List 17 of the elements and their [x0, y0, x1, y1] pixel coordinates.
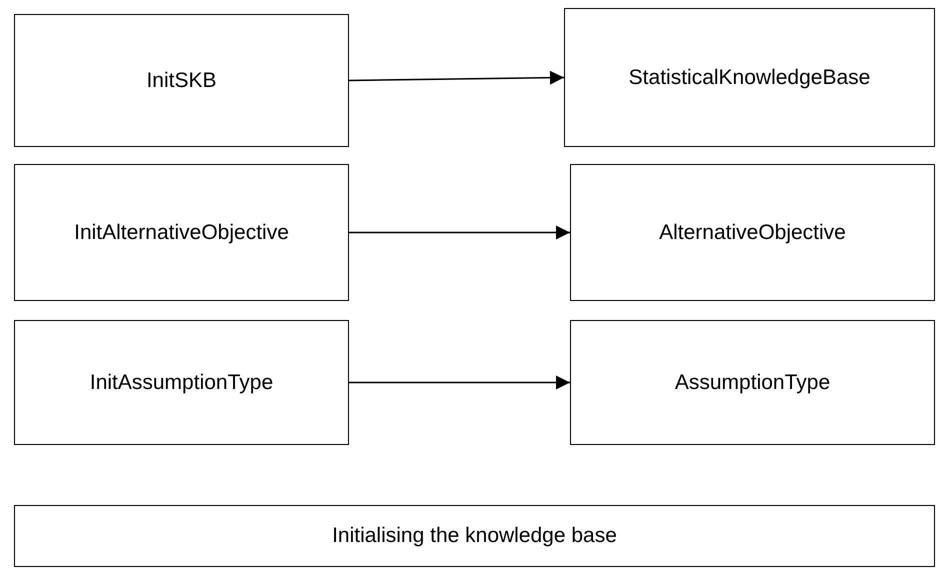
box-label: InitSKB — [146, 68, 217, 92]
arrow — [349, 226, 570, 240]
process-box — [14, 505, 935, 567]
arrow — [349, 376, 570, 390]
box-label: StatisticalKnowledgeBase — [628, 66, 870, 90]
box-label: AlternativeObjective — [659, 220, 846, 244]
process-box — [570, 164, 935, 301]
process-box — [570, 320, 935, 445]
process-box — [14, 164, 349, 301]
process-box — [564, 8, 935, 147]
box-label: AssumptionType — [674, 370, 830, 394]
box-label: Initialising the knowledge base — [332, 524, 617, 548]
process-box — [14, 14, 349, 147]
box-label: InitAssumptionType — [90, 370, 274, 394]
box-label: InitAlternativeObjective — [74, 220, 289, 244]
process-box — [14, 320, 349, 445]
arrow — [349, 70, 564, 85]
